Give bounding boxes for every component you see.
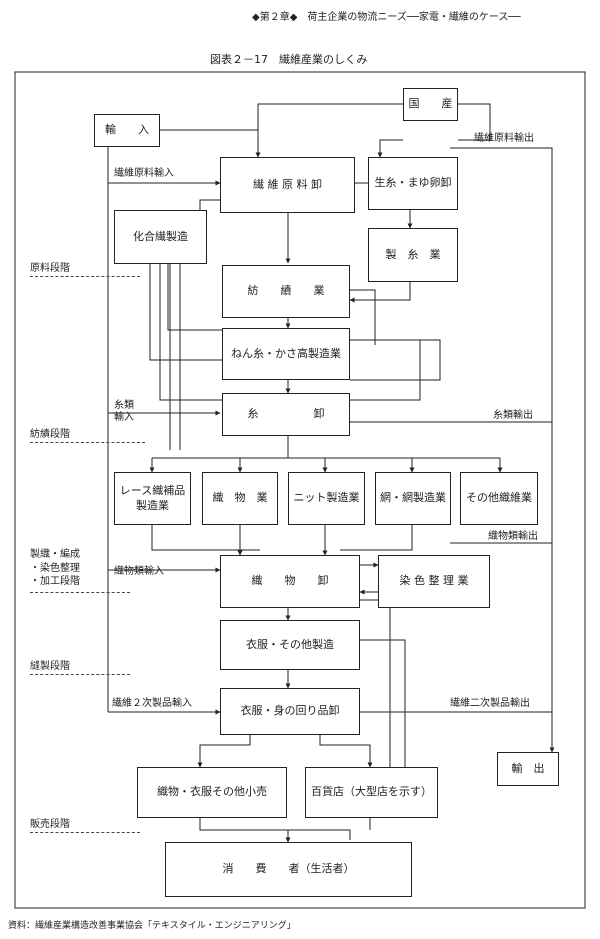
stage-divider [30, 832, 140, 833]
spinning-box: 紡 績 業 [222, 265, 350, 318]
page-header: ◆第２章◆ 荷主企業の物流ニーズ──家電・繊維のケース── [252, 12, 521, 23]
other-fiber-box: その他織維業 [460, 472, 538, 525]
stage-divider [30, 592, 130, 593]
net-box: 網・網製造業 [375, 472, 451, 525]
synthetic-fiber-box: 化合繊製造 [114, 210, 207, 264]
silk-reeling-box: 製 糸 業 [368, 228, 458, 282]
lace-box: レース織補品 製造業 [114, 472, 191, 525]
label-secondary-import: 繊維２次製品輸入 [112, 698, 192, 709]
textile-wholesale-box: 織 物 卸 [220, 555, 360, 608]
dyeing-box: 染 色 整 理 業 [378, 555, 490, 608]
kokusan-box: 国 産 [403, 88, 458, 121]
label-fiber-raw-import: 繊維原料輸入 [114, 168, 174, 179]
stage-divider [30, 276, 140, 277]
label-yarn-import: 糸類 輸入 [114, 400, 134, 423]
source-note: 資料：繊維産業構造改善事業協会「テキスタイル・エンジニアリング」 [8, 921, 296, 931]
import-box: 輸 入 [94, 114, 160, 147]
weaving-box: 織 物 業 [202, 472, 278, 525]
raw-silk-wholesale-box: 生糸・まゆ卵卸 [368, 157, 458, 210]
knit-box: ニット製造業 [288, 472, 365, 525]
yarn-wholesale-box: 糸 卸 [222, 393, 350, 436]
stage-raw-material: 原料段階 [30, 263, 70, 274]
export-box: 輸 出 [497, 752, 559, 786]
label-secondary-export: 繊維二次製品輸出 [450, 698, 530, 709]
stage-divider [30, 442, 145, 443]
label-textile-import: 織物類輸入 [114, 566, 164, 577]
outer-frame [14, 71, 586, 909]
stage-weaving: 製織・編成 ・染色整理 ・加工段階 [30, 549, 80, 587]
stage-divider [30, 674, 130, 675]
consumer-box: 消 費 者（生活者） [165, 842, 412, 897]
garment-wholesale-box: 衣服・身の回り品卸 [220, 688, 360, 735]
department-store-box: 百貨店（大型店を示す） [305, 767, 438, 818]
garment-manufacture-box: 衣服・その他製造 [220, 620, 360, 670]
fiber-raw-wholesale-box: 繊 維 原 料 卸 [220, 157, 355, 213]
label-textile-export: 織物類輸出 [488, 531, 538, 542]
stage-spinning: 紡績段階 [30, 429, 70, 440]
label-fiber-raw-export: 繊維原料輸出 [474, 133, 534, 144]
figure-title: 図表２－17 繊維産業のしくみ [210, 53, 368, 66]
stage-retail: 販売段階 [30, 819, 70, 830]
stage-sewing: 縫製段階 [30, 661, 70, 672]
label-yarn-export: 糸類輸出 [493, 410, 533, 421]
twisted-yarn-box: ねん糸・かさ高製造業 [222, 328, 350, 380]
retail-box: 織物・衣服その他小売 [137, 767, 287, 818]
